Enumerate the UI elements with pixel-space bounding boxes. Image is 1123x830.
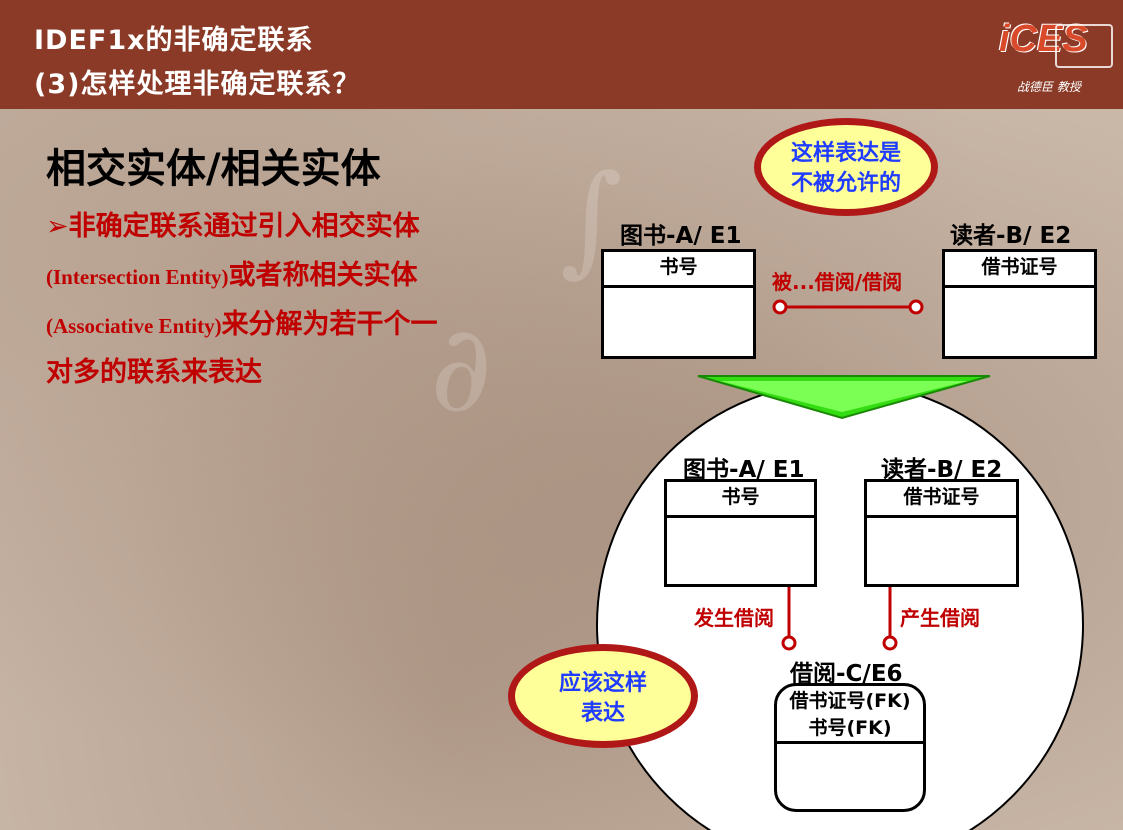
building-icon (1055, 24, 1113, 68)
top-entity-a-title: 图书-A/ E1 (620, 223, 742, 249)
page-heading: 相交实体/相关实体 (46, 146, 381, 192)
term-intersection-entity: (Intersection Entity) (46, 265, 229, 289)
bottom-entity-a-key: 书号 (667, 482, 814, 518)
top-rel-dot-right (908, 299, 924, 315)
title-line-2: (3)怎样处理非确定联系？ (34, 69, 361, 100)
watermark-decoration: ∂ (430, 300, 493, 439)
bullet-line-1: ➢非确定联系通过引入相交实体 (46, 211, 420, 242)
term-associative-entity: (Associative Entity) (46, 314, 222, 338)
top-entity-a-box: 书号 (601, 249, 756, 359)
green-arrow-highlight (720, 381, 968, 412)
bottom-entity-c-box: 借书证号(FK) 书号(FK) (774, 683, 926, 812)
ices-logo: iCES 战德臣 教授 (997, 8, 1115, 100)
top-entity-b-title: 读者-B/ E2 (950, 223, 1072, 249)
top-entity-b-box: 借书证号 (942, 249, 1097, 359)
bottom-entity-a-title: 图书-A/ E1 (683, 457, 805, 483)
left-relationship-label: 发生借阅 (694, 606, 774, 630)
left-rel-dot (781, 635, 797, 651)
bottom-entity-a-box: 书号 (664, 479, 817, 587)
title-bar: IDEF1x的非确定联系 (3)怎样处理非确定联系？ iCES 战德臣 教授 (0, 0, 1123, 109)
logo-author-name: 战德臣 教授 (1017, 80, 1081, 94)
right-rel-dot (882, 635, 898, 651)
top-entity-b-key: 借书证号 (945, 252, 1094, 288)
entity-c-key-1: 借书证号(FK) (789, 690, 911, 712)
bullet-line-3-text: 来分解为若干个一 (221, 309, 438, 340)
bottom-entity-b-key: 借书证号 (867, 482, 1016, 518)
should-express-callout: 应该这样表达 (508, 644, 698, 748)
bottom-entity-c-keys: 借书证号(FK) 书号(FK) (777, 686, 923, 744)
entity-c-key-2: 书号(FK) (808, 717, 892, 739)
right-relationship-label: 产生借阅 (900, 606, 980, 630)
bullet-line-3: (Associative Entity)来分解为若干个一 (46, 302, 438, 341)
bottom-entity-b-title: 读者-B/ E2 (881, 457, 1003, 483)
not-allowed-callout: 这样表达是不被允许的 (754, 118, 938, 216)
should-express-callout-text: 应该这样表达 (558, 671, 647, 726)
bottom-entity-b-box: 借书证号 (864, 479, 1019, 587)
bullet-line-2-text: 或者称相关实体 (228, 260, 418, 291)
not-allowed-callout-text: 这样表达是不被允许的 (790, 141, 901, 196)
bottom-entity-c-title: 借阅-C/E6 (790, 661, 903, 687)
top-entity-a-key: 书号 (604, 252, 753, 288)
top-relationship-label: 被...借阅/借阅 (772, 270, 903, 294)
bullet-line-4: 对多的联系来表达 (46, 357, 262, 388)
bullet-line-2: (Intersection Entity)或者称相关实体 (46, 253, 418, 292)
top-rel-dot-left (772, 299, 788, 315)
title-line-1: IDEF1x的非确定联系 (34, 25, 314, 56)
